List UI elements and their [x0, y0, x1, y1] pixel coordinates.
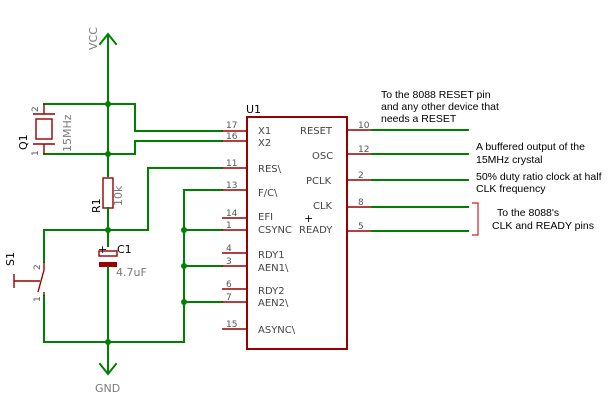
pin-num-1: 1	[226, 221, 232, 231]
s1-pin2: 2	[33, 264, 43, 270]
pin-num-14: 14	[226, 209, 238, 219]
q1-ref: Q1	[17, 134, 30, 150]
pin-num-16: 16	[226, 132, 238, 142]
switch-s1: 2 1 S1	[4, 229, 45, 343]
pin-name-rdy1: RDY1	[258, 250, 285, 261]
u1-right-pins: 10 RESET 12 OSC 2 PCLK 8 CLK 5 READY	[299, 121, 372, 236]
crystal-q1: 2 1 Q1 15MHz	[17, 103, 109, 156]
pin-name-efi: EFI	[258, 212, 273, 223]
annotation-osc-line-2: 15MHz crystal	[476, 154, 543, 166]
annotation-osc-line-1: A buffered output of the	[476, 141, 585, 153]
pin-name-async: ASYNC\	[258, 325, 296, 336]
pin-num-15: 15	[226, 320, 237, 330]
annotation-pclk: 50% duty ratio clock at half CLK frequen…	[476, 171, 602, 195]
annotation-reset-line-3: needs a RESET	[381, 113, 457, 125]
s1-pin1: 1	[33, 296, 43, 302]
pin-num-2: 2	[358, 171, 364, 181]
annotation-reset-line-1: To the 8088 RESET pin	[381, 89, 491, 101]
pin-name-ready: READY	[299, 225, 333, 236]
annotation-clk-ready-line-1: To the 8088's	[497, 207, 559, 219]
vcc-label: VCC	[87, 27, 100, 50]
pin-name-res: RES\	[258, 164, 282, 175]
pin-name-pclk: PCLK	[306, 176, 332, 187]
q1-value: 15MHz	[61, 114, 74, 152]
q1-pin2: 2	[31, 106, 41, 112]
pin-name-clk: CLK	[313, 201, 333, 212]
pin-num-6: 6	[226, 280, 232, 290]
annotation-clk-ready: To the 8088's CLK and READY pins	[492, 207, 594, 232]
gnd-label: GND	[95, 382, 120, 395]
capacitor-c1: + C1 4.7uF	[98, 243, 147, 279]
u1-ref: U1	[246, 103, 261, 116]
pin-name-fc: F/C\	[258, 188, 278, 199]
pin-num-4: 4	[226, 244, 232, 254]
pin-num-10: 10	[358, 121, 370, 131]
pin-name-csync: CSYNC	[258, 225, 292, 236]
gnd-symbol: GND	[95, 341, 120, 395]
pin-name-rdy2: RDY2	[258, 286, 285, 297]
pin-num-7: 7	[226, 293, 232, 303]
pin-name-x1: X1	[258, 126, 271, 137]
pin-num-12: 12	[358, 145, 369, 155]
r1-ref: R1	[90, 198, 103, 213]
pin-num-17: 17	[226, 121, 237, 131]
c1-plus: +	[98, 243, 107, 256]
c1-value: 4.7uF	[116, 266, 147, 279]
pin-num-5: 5	[358, 222, 364, 232]
pin-name-reset: RESET	[300, 126, 333, 137]
u1-left-pins: 17 X1 16 X2 11 RES\ 13 F/C\ 14 EFI 1 CSY…	[222, 121, 296, 336]
annotation-pclk-line-2: CLK frequency	[476, 183, 546, 195]
ic-u1: U1 +	[246, 103, 348, 350]
pin-num-8: 8	[358, 198, 364, 208]
pin-name-aen2: AEN2\	[258, 298, 289, 309]
r1-value: 10k	[112, 185, 125, 206]
c1-ref: C1	[117, 243, 132, 256]
pin-num-13: 13	[226, 181, 237, 191]
vcc-symbol: VCC	[87, 27, 118, 53]
s1-ref: S1	[4, 252, 17, 266]
annotation-osc: A buffered output of the 15MHz crystal	[476, 141, 585, 166]
annotation-reset: To the 8088 RESET pin and any other devi…	[381, 89, 499, 125]
annotation-reset-line-2: and any other device that	[381, 101, 499, 113]
annotation-pclk-line-1: 50% duty ratio clock at half	[476, 171, 602, 183]
u1-plus-mark: +	[304, 212, 313, 225]
pin-name-aen1: AEN1\	[258, 263, 289, 274]
pin-num-11: 11	[226, 159, 237, 169]
pin-name-x2: X2	[258, 138, 271, 149]
pin-num-3: 3	[226, 257, 232, 267]
q1-pin1: 1	[31, 150, 41, 156]
pin-name-osc: OSC	[312, 151, 333, 162]
annotation-clk-ready-line-2: CLK and READY pins	[492, 220, 594, 232]
